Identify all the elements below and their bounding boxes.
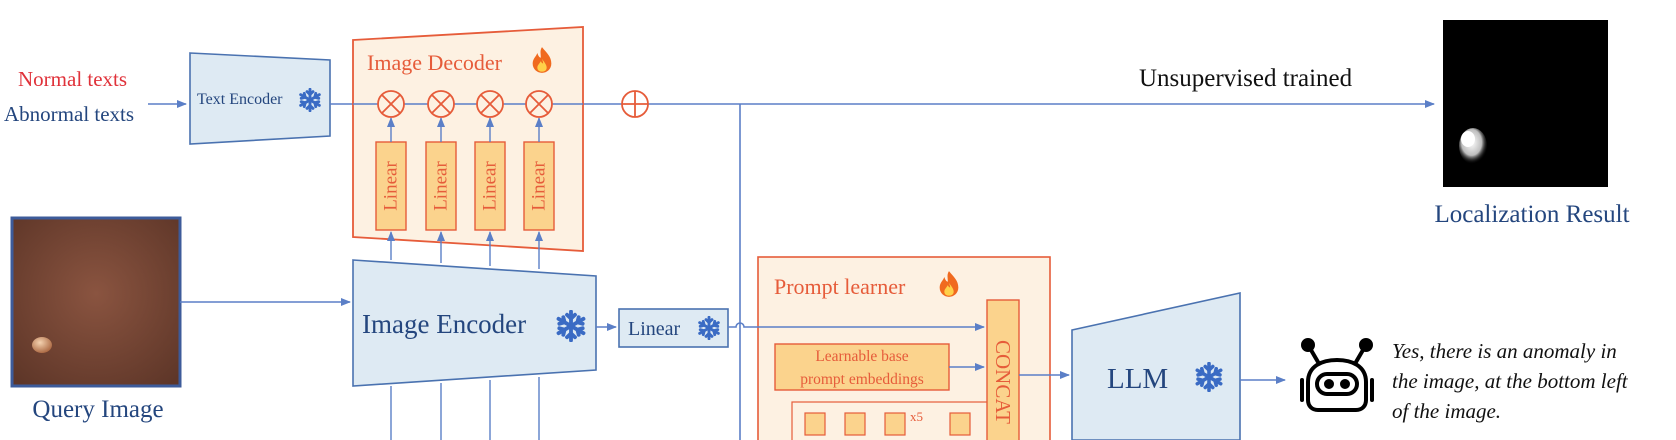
- answer-line-3: of the image.: [1392, 399, 1501, 423]
- projection-linear: Linear: [618, 308, 729, 348]
- linear-label: Linear: [529, 161, 550, 211]
- linear-label: Linear: [431, 161, 452, 211]
- learnable-base-embeddings: Learnable base prompt embeddings: [774, 343, 950, 391]
- encoder-down-lines: [390, 377, 540, 440]
- image-decoder-title: Image Decoder: [367, 50, 503, 75]
- projection-linear-label: Linear: [628, 318, 681, 340]
- decoder-linear-3: Linear: [474, 117, 506, 231]
- text-encoder-label: Text Encoder: [197, 91, 283, 108]
- normal-texts-label: Normal texts: [18, 67, 127, 91]
- learnable-line-2: prompt embeddings: [800, 371, 924, 388]
- linear-label: Linear: [381, 161, 402, 211]
- robot-icon: [1300, 338, 1374, 412]
- linear-to-concat-arrow: [728, 322, 985, 331]
- prompt-learner: Prompt learner Learnable base prompt emb…: [757, 256, 1051, 440]
- abnormal-texts-label: Abnormal texts: [4, 102, 134, 126]
- image-encoder: Image Encoder: [352, 259, 597, 387]
- multiply-icon: [427, 90, 455, 118]
- llm-label: LLM: [1107, 363, 1168, 395]
- decoder-linear-2: Linear: [425, 117, 457, 231]
- concat-block: CONCAT: [986, 299, 1020, 440]
- localization-label: Localization Result: [1434, 201, 1629, 228]
- text-encoder: Text Encoder: [189, 52, 331, 145]
- llm-answer: Yes, there is an anomaly in the image, a…: [1392, 339, 1629, 423]
- answer-line-1: Yes, there is an anomaly in: [1392, 339, 1617, 363]
- linear-label: Linear: [480, 161, 501, 211]
- multiply-icon: [377, 90, 405, 118]
- multiply-icon: [525, 90, 553, 118]
- localization-map: [1443, 20, 1608, 187]
- decoder-linear-4: Linear: [523, 117, 555, 231]
- image-encoder-label: Image Encoder: [362, 309, 526, 339]
- query-image: [10, 216, 182, 388]
- add-icon: [621, 90, 649, 118]
- learnable-line-1: Learnable base: [815, 348, 908, 365]
- image-decoder: Image Decoder Linear Linear Linear Linea…: [352, 26, 584, 252]
- repeat-label: x5: [910, 409, 923, 424]
- answer-line-2: the image, at the bottom left: [1392, 369, 1629, 393]
- unsupervised-label: Unsupervised trained: [1139, 65, 1353, 92]
- concat-label: CONCAT: [991, 340, 1015, 424]
- multiply-icon: [476, 90, 504, 118]
- llm-block: LLM: [1071, 292, 1241, 440]
- query-image-label: Query Image: [32, 396, 163, 423]
- prompt-learner-title: Prompt learner: [774, 274, 906, 299]
- decoder-linear-1: Linear: [375, 117, 407, 231]
